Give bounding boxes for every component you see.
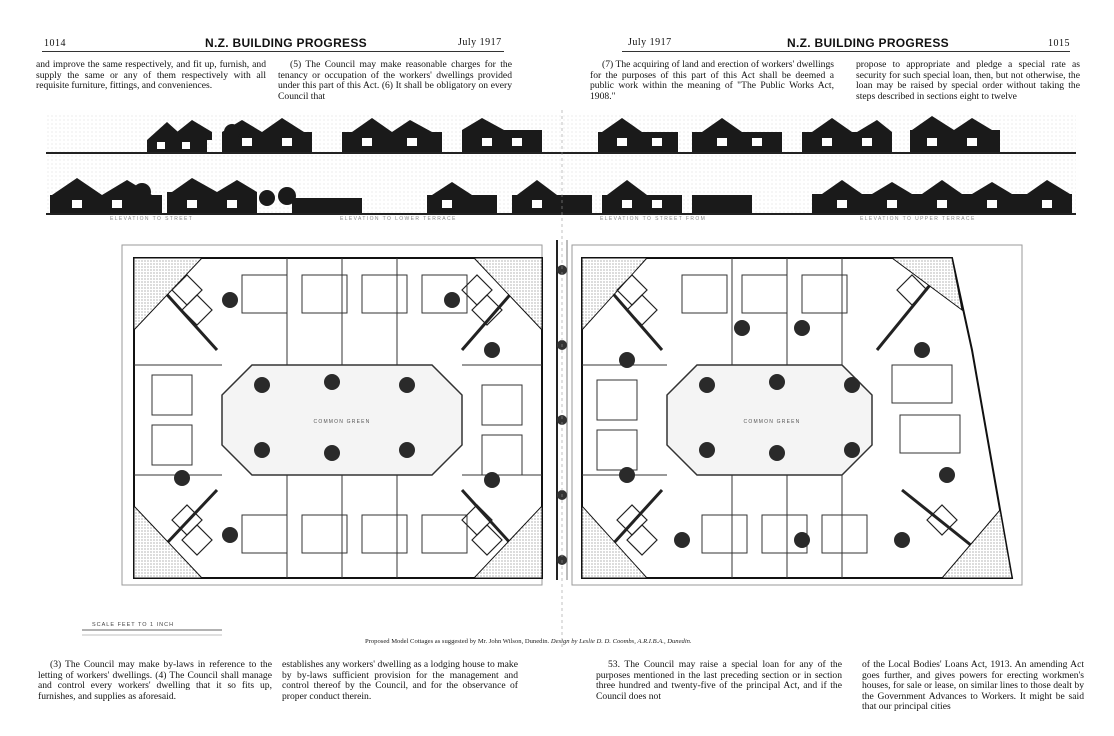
bottom-column-2: establishes any workers' dwelling as a l… [282,659,518,702]
elevation-label-2: ELEVATION TO LOWER TERRACE [340,216,457,222]
right-date: July 1917 [628,37,672,48]
central-road [556,240,568,580]
right-header-rule [622,51,1070,52]
top-column-4: propose to appropriate and pledge a spec… [856,59,1080,102]
left-date: July 1917 [458,37,502,48]
elevation-row-upper [46,116,1076,154]
caption-design-credit: Design by Leslie D. D. Coombs, A.R.I.B.A… [550,638,692,645]
left-header-rule [42,51,504,52]
right-common-green-label: COMMON GREEN [744,419,801,425]
elevation-label-4: ELEVATION TO UPPER TERRACE [860,216,976,222]
elevation-row-lower [46,178,1076,215]
top-column-3: (7) The acquiring of land and erection o… [590,59,834,102]
architectural-plate: COMMON GREEN [46,110,1076,650]
scale-label: SCALE FEET TO 1 INCH [92,622,175,628]
bottom-column-4: of the Local Bodies' Loans Act, 1913. An… [862,659,1084,713]
right-masthead: N.Z. BUILDING PROGRESS [787,36,949,50]
left-page-number: 1014 [44,38,66,49]
plate-caption: Proposed Model Cottages as suggested by … [365,638,692,645]
right-page-number: 1015 [1048,38,1070,49]
bottom-column-3: 53. The Council may raise a special loan… [596,659,842,702]
left-masthead: N.Z. BUILDING PROGRESS [205,36,367,50]
top-column-2: (5) The Council may make reasonable char… [278,59,512,102]
left-block-plan [121,244,544,586]
elevation-label-1: ELEVATION TO STREET [110,216,194,222]
scale-bar [82,629,222,636]
top-column-1: and improve the same respectively, and f… [36,59,266,92]
elevation-label-3: ELEVATION TO STREET FROM [600,216,707,222]
right-block-plan [571,244,1023,586]
caption-text: Proposed Model Cottages as suggested by … [365,638,550,645]
left-common-green-label: COMMON GREEN [314,419,371,425]
bottom-column-1: (3) The Council may make by-laws in refe… [38,659,272,702]
